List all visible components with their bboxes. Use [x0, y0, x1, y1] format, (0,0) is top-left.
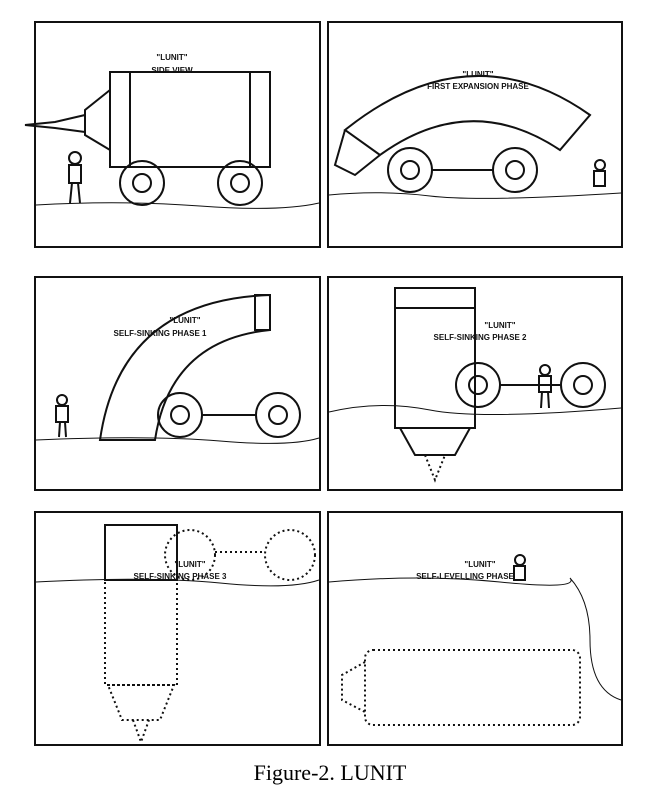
panel-title: "LUNIT" [174, 560, 205, 569]
wheel [455, 362, 501, 408]
wheel [119, 160, 165, 206]
wheel [560, 362, 606, 408]
panel-subtitle: SELF-SINKING PHASE 2 [434, 333, 527, 342]
wheel [492, 147, 538, 193]
panel-subtitle: SIDE VIEW [151, 66, 193, 75]
panel-subtitle: SELF-LEVELLING PHASE [416, 572, 514, 581]
buried-lunit [104, 579, 178, 686]
astronaut-icon [513, 554, 526, 581]
astronaut-icon [55, 394, 69, 438]
panel-first-expansion: "LUNIT" FIRST EXPANSION PHASE [327, 21, 623, 248]
wheel-ghost [164, 529, 216, 581]
panel-self-levelling: "LUNIT" SELF-LEVELLING PHASE [327, 511, 623, 746]
astronaut-icon [68, 151, 82, 204]
astronaut-icon [593, 159, 606, 187]
wheel [217, 160, 263, 206]
wheel [255, 392, 301, 438]
panel-subtitle: SELF-SINKING PHASE 3 [134, 572, 227, 581]
wheel [157, 392, 203, 438]
panel-self-sinking-3: "LUNIT" SELF-SINKING PHASE 3 [34, 511, 321, 746]
panel-title: "LUNIT" [464, 560, 495, 569]
panel-title: "LUNIT" [156, 53, 187, 62]
lunit-body [109, 71, 271, 168]
expanded-lunit [343, 74, 592, 157]
panel-title: "LUNIT" [462, 70, 493, 79]
figure-caption: Figure-2. LUNIT [254, 760, 407, 785]
panel-self-sinking-2: "LUNIT" SELF-SINKING PHASE 2 [327, 276, 623, 491]
panel-side-view: "LUNIT" SIDE VIEW [24, 21, 321, 248]
panel-subtitle: FIRST EXPANSION PHASE [427, 82, 529, 91]
wheel [387, 147, 433, 193]
wheel-ghost [264, 529, 316, 581]
levelled-lunit [364, 649, 581, 726]
panel-title: "LUNIT" [484, 321, 515, 330]
drill-icon [132, 719, 150, 745]
astronaut-icon [538, 364, 552, 409]
panel-subtitle: SELF-SINKING PHASE 1 [114, 329, 207, 338]
panel-self-sinking-1: "LUNIT" SELF-SINKING PHASE 1 [34, 276, 321, 491]
panel-title: "LUNIT" [169, 316, 200, 325]
drill-icon [24, 114, 86, 133]
drill-icon [424, 454, 446, 483]
